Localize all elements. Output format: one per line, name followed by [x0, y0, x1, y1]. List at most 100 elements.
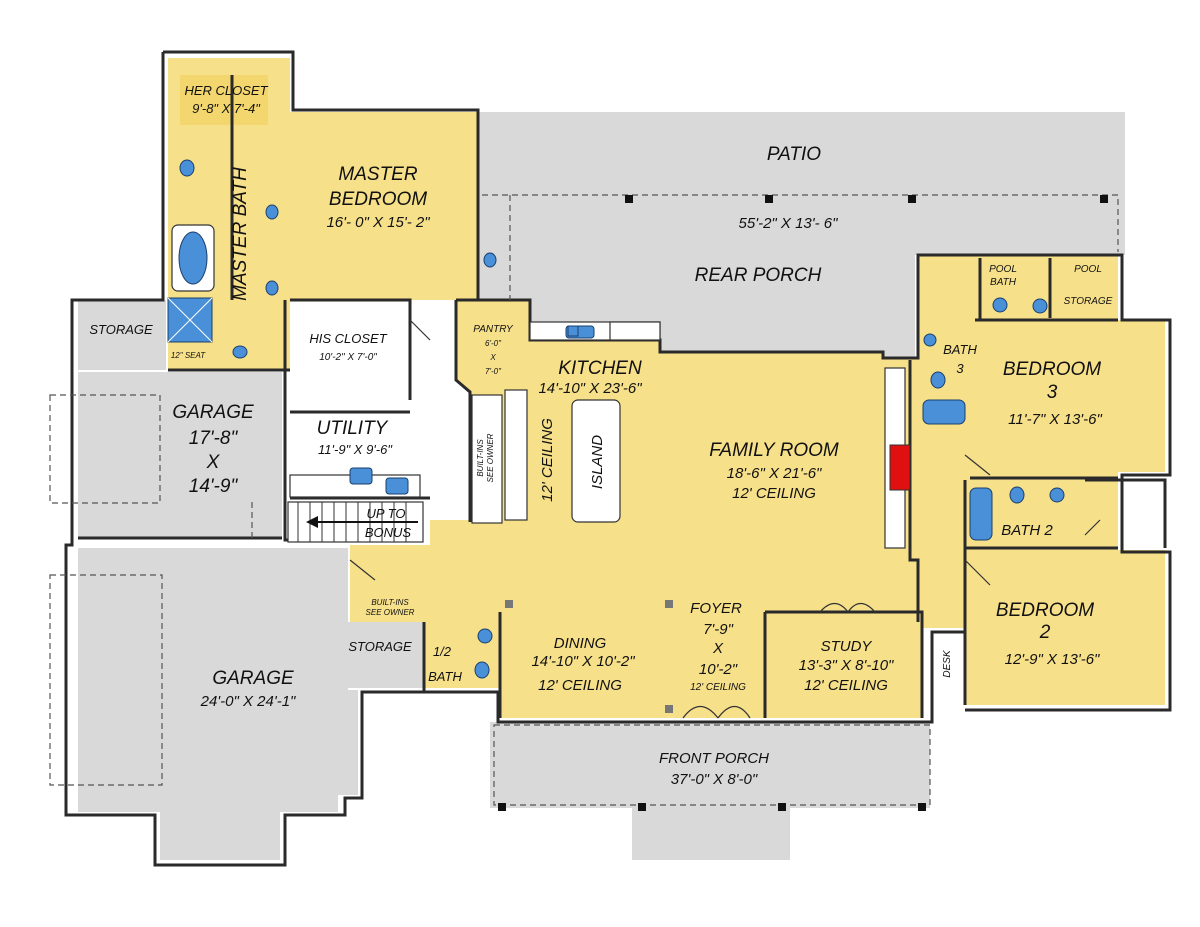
bath2-tub-icon: [969, 487, 993, 541]
pantry-size-line1: 6'-0": [485, 339, 502, 348]
master-toilet-icon: [179, 159, 195, 177]
her-closet-size: 9'-8" X 7'-4": [192, 101, 261, 116]
study-name: STUDY: [821, 638, 873, 655]
master-tub-icon: [178, 231, 208, 285]
bedroom3-name-line2: 3: [1047, 382, 1058, 403]
outdoor-sink-icon: [483, 252, 497, 268]
room-labels: HER CLOSET 9'-8" X 7'-4" MASTER BATH MAS…: [89, 83, 1112, 788]
master-wing-area: [168, 58, 1165, 718]
dining-name: DINING: [554, 635, 607, 652]
pantry-size-line2: X: [489, 353, 496, 362]
storage-left-area: [78, 300, 166, 370]
half-bath-toilet-icon: [474, 661, 490, 679]
foyer-name: FOYER: [690, 600, 742, 617]
rear-porch-name: REAR PORCH: [695, 265, 822, 286]
her-closet-area: [180, 75, 268, 125]
door-swings: [349, 319, 1101, 719]
front-porch-area: [490, 722, 930, 808]
kitchen-size: 14'-10" X 23'-6": [538, 380, 642, 397]
master-bedroom-name-line2: BEDROOM: [329, 189, 427, 210]
front-porch-name: FRONT PORCH: [659, 750, 769, 767]
bath3-tub-icon: [922, 399, 966, 425]
cooktop-icon: [609, 321, 661, 341]
foyer-dim1: 7'-9": [703, 621, 734, 638]
front-porch-size: 37'-0" X 8'-0": [671, 771, 758, 788]
garage-small-dim1: 17'-8": [189, 428, 239, 449]
half-bath-line2: BATH: [428, 669, 462, 684]
pantry-name: PANTRY: [473, 324, 514, 335]
stairs: [287, 501, 424, 543]
bath3-sink-icon: [923, 333, 937, 347]
garage-small-name: GARAGE: [172, 402, 254, 423]
master-sink-3-icon: [265, 280, 279, 296]
patio-area: [478, 112, 1125, 360]
half-bath-sink-icon: [477, 628, 493, 644]
interior-areas: [168, 58, 1165, 718]
kitchen-fixtures: [289, 321, 911, 549]
kitchen-sink-left-icon: [567, 325, 579, 337]
foyer-x: X: [712, 640, 724, 657]
bedroom2-name-line1: BEDROOM: [996, 600, 1094, 621]
bath2-name: BATH 2: [1001, 522, 1053, 539]
fireplace-icon: [889, 444, 911, 491]
seat-label: 12" SEAT: [171, 351, 206, 360]
storage-mid-area: [334, 622, 424, 688]
half-bath-line1: 1/2: [433, 644, 452, 659]
her-closet-name: HER CLOSET: [184, 83, 268, 98]
bath2-sink-icon: [1049, 487, 1065, 503]
front-steps: [632, 808, 790, 860]
family-room-size: 18'-6" X 21'-6": [727, 465, 822, 482]
master-sink-2-icon: [265, 204, 279, 220]
master-bedroom-name-line1: MASTER: [338, 164, 417, 185]
builtins-hall-line1: BUILT-INS: [371, 598, 409, 607]
foyer-dim2: 10'-2": [699, 661, 738, 678]
stairs-line2: BONUS: [365, 525, 412, 540]
garage-small-x: X: [206, 452, 221, 473]
bedroom3-size: 11'-7" X 13'-6": [1008, 411, 1102, 428]
patio-name: PATIO: [767, 144, 821, 165]
builtins-hall-line2: SEE OWNER: [366, 608, 415, 617]
pool-bath-line2: BATH: [990, 277, 1017, 288]
garage-large-area: [78, 548, 358, 860]
pool-storage-line2: STORAGE: [1064, 296, 1113, 307]
family-room-name: FAMILY ROOM: [709, 440, 839, 461]
builtins-kitchen-line1: BUILT-INS: [476, 439, 485, 477]
utility-sink-icon: [349, 467, 373, 485]
stairs-line1: UP TO: [366, 506, 405, 521]
pool-bath-line1: POOL: [989, 264, 1017, 275]
study-ceiling: 12' CEILING: [804, 677, 888, 694]
dining-ceiling: 12' CEILING: [538, 677, 622, 694]
kitchen-name: KITCHEN: [558, 358, 642, 379]
garage-small-area: [78, 372, 282, 538]
pool-storage-line1: POOL: [1074, 264, 1102, 275]
master-bedroom-size: 16'- 0" X 15'- 2": [326, 214, 430, 231]
master-sink-1-icon: [232, 345, 248, 359]
master-bath-name: MASTER BATH: [230, 167, 251, 301]
family-room-ceiling: 12' CEILING: [732, 485, 816, 502]
his-closet-name: HIS CLOSET: [309, 331, 387, 346]
dining-size: 14'-10" X 10'-2": [531, 653, 635, 670]
pantry-size-line3: 7'-0": [485, 367, 502, 376]
garage-large-name: GARAGE: [212, 668, 294, 689]
storage-mid-name: STORAGE: [348, 639, 412, 654]
kitchen-ceiling: 12' CEILING: [539, 418, 556, 502]
study-size: 13'-3" X 8'-10": [799, 657, 894, 674]
desk-label: DESK: [942, 649, 953, 678]
bedroom2-size: 12'-9" X 13'-6": [1005, 651, 1100, 668]
bath3-toilet-icon: [930, 371, 946, 389]
garage-large-size: 24'-0" X 24'-1": [200, 693, 296, 710]
pool-bath-sink-icon: [1032, 298, 1048, 314]
bath2-toilet-icon: [1009, 486, 1025, 504]
island-name: ISLAND: [589, 435, 606, 489]
bath3-line2: 3: [956, 361, 964, 376]
his-closet-size: 10'-2" X 7'-0": [319, 352, 377, 363]
bath3-line1: BATH: [943, 342, 977, 357]
dashed-outlines: [49, 194, 1119, 806]
porch-posts: [498, 195, 1108, 811]
foyer-ceiling: 12' CEILING: [690, 682, 746, 693]
stairs-arrow-icon: [306, 516, 318, 528]
pool-bath-toilet-icon: [992, 297, 1008, 313]
washer-icon: [385, 477, 409, 495]
island-shape: [571, 399, 621, 523]
